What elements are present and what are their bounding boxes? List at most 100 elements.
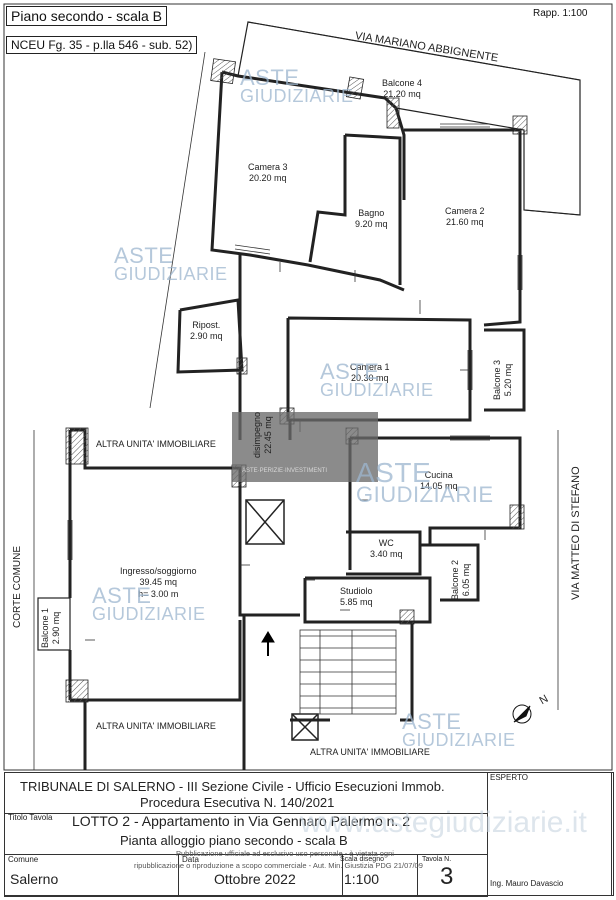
expert-name: Ing. Mauro Davascio xyxy=(490,879,564,888)
room-name: Studiolo xyxy=(340,586,373,596)
room-name: Camera 1 xyxy=(350,362,390,372)
drawing-frame xyxy=(3,3,613,771)
watermark-line2: GIUDIZIARIE xyxy=(114,263,228,284)
room-area: 2.90 mq xyxy=(51,611,62,645)
watermark-line1: ASTE xyxy=(320,359,380,384)
data-label: Data xyxy=(182,855,199,864)
watermark-logo-text: ASTE·PERIZIE·INVESTIMENTI xyxy=(242,468,328,474)
floor-label: Piano secondo - scala B xyxy=(6,6,167,26)
room-name: Balcone 4 xyxy=(382,78,423,88)
stairs xyxy=(299,629,397,715)
watermark-aste: ASTE GIUDIZIARIE xyxy=(240,65,354,105)
balcone-4-outline xyxy=(237,21,581,216)
room-name: WC xyxy=(378,538,394,548)
comune-value: Salerno xyxy=(10,871,59,887)
data-value: Ottobre 2022 xyxy=(214,871,296,887)
altra-unita-3: ALTRA UNITA' IMMOBILIARE xyxy=(310,747,430,757)
room-height: h= 3.00 m xyxy=(138,588,179,599)
room-name: Camera 2 xyxy=(445,206,485,216)
room-name: Ripost. xyxy=(192,320,221,330)
windows xyxy=(67,123,523,560)
scale-label: Rapp. 1:100 xyxy=(530,8,591,19)
watermark-line2: GIUDIZIARIE xyxy=(402,729,516,750)
room-area: 21.60 mq xyxy=(445,217,484,228)
watermark-site: www.astegiudiziarie.it xyxy=(300,806,587,839)
room-camera-3: Camera 3 20.20 mq xyxy=(248,162,288,185)
room-area: 2.90 mq xyxy=(190,331,223,342)
room-ripost: Ripost. 2.90 mq xyxy=(190,320,223,343)
room-name: Balcone 3 xyxy=(492,359,502,400)
watermark-line1: ASTE xyxy=(240,65,300,90)
room-balcone-4: Balcone 4 21.20 mq xyxy=(382,78,422,101)
room-name: Ingresso/soggiorno xyxy=(120,566,197,576)
room-camera-2: Camera 2 21.60 mq xyxy=(445,206,485,229)
north-compass xyxy=(512,704,532,724)
tavola-cell xyxy=(417,854,488,897)
room-camera-1: Camera 1 20.30 mq xyxy=(350,362,390,385)
notice-line2: ripubblicazione o riproduzione a scopo c… xyxy=(134,861,423,870)
room-area: 3.40 mq xyxy=(370,549,403,560)
watermark-line2: GIUDIZIARIE xyxy=(92,603,206,624)
room-area: 39.45 mq xyxy=(139,577,178,588)
room-area: 14.05 mq xyxy=(420,481,458,492)
watermark-aste: ASTE GIUDIZIARIE xyxy=(356,457,494,508)
cadastre-label: NCEU Fg. 35 - p.lla 546 - sub. 52) xyxy=(6,36,198,54)
balcone-1-outline xyxy=(37,597,71,651)
room-area: 5.20 mq xyxy=(503,363,514,397)
watermark-line1: ASTE xyxy=(356,457,432,488)
room-area: 9.20 mq xyxy=(355,219,388,230)
room-disimpegno: disimpegno 22.45 mq xyxy=(252,412,275,458)
room-studiolo: Studiolo 5.85 mq xyxy=(340,586,373,609)
room-name: disimpegno xyxy=(252,411,262,458)
watermark-line1: ASTE xyxy=(402,709,462,734)
room-area: 21.20 mq xyxy=(383,89,421,100)
watermark-aste: ASTE GIUDIZIARIE xyxy=(320,359,434,400)
altra-unita-1: ALTRA UNITA' IMMOBILIARE xyxy=(96,439,216,449)
room-area: 22.45 mq xyxy=(263,416,274,454)
room-area: 20.20 mq xyxy=(248,173,287,184)
watermark-aste: ASTE GIUDIZIARIE xyxy=(114,243,228,284)
room-area: 5.85 mq xyxy=(340,597,373,608)
comune-label: Comune xyxy=(8,855,39,864)
expert-label: ESPERTO xyxy=(490,773,528,782)
tavola-label: Tavola N. xyxy=(422,856,452,863)
watermark-line2: GIUDIZIARIE xyxy=(356,482,494,508)
floor-plan xyxy=(3,3,613,771)
room-balcone-3: Balcone 3 5.20 mq xyxy=(492,360,515,400)
altra-unita-2: ALTRA UNITA' IMMOBILIARE xyxy=(96,721,216,731)
room-name: Balcone 2 xyxy=(450,559,460,600)
room-name: Camera 3 xyxy=(248,162,288,172)
room-name: Bagno xyxy=(358,208,385,218)
watermark-logo xyxy=(232,412,378,482)
room-name: Cucina xyxy=(424,470,453,480)
walls xyxy=(68,70,526,770)
watermark-line2: GIUDIZIARIE xyxy=(320,379,434,400)
scala-value: 1:100 xyxy=(344,871,380,887)
entrance-arrow xyxy=(261,631,275,656)
street-east: VIA MATTEO DI STEFANO xyxy=(570,466,582,600)
room-balcone-1: Balcone 1 2.90 mq xyxy=(40,608,63,648)
lift-shaft xyxy=(245,499,319,741)
watermark-aste: ASTE GIUDIZIARIE xyxy=(402,709,516,750)
room-area: 6.05 mq xyxy=(461,563,472,597)
street-line-diagonal xyxy=(149,51,206,409)
street-west: CORTE COMUNE xyxy=(12,545,23,628)
room-area: 20.30 mq xyxy=(350,373,389,384)
scala-label: Scala disegno xyxy=(340,856,384,863)
room-ingresso-soggiorno: Ingresso/soggiorno 39.45 mq h= 3.00 m xyxy=(120,566,197,600)
watermark-line1: ASTE xyxy=(92,583,152,608)
room-name: Balcone 1 xyxy=(40,607,50,648)
room-wc: WC 3.40 mq xyxy=(370,538,403,561)
procedure-title: Procedura Esecutiva N. 140/2021 xyxy=(140,795,335,810)
pianta-title: Pianta alloggio piano secondo - scala B xyxy=(120,833,348,848)
lotto-title: LOTTO 2 - Appartamento in Via Gennaro Pa… xyxy=(72,813,410,829)
titolo-label: Titolo Tavola xyxy=(8,813,53,822)
tavola-value: 3 xyxy=(440,863,454,890)
room-bagno: Bagno 9.20 mq xyxy=(355,208,388,231)
watermark-aste: ASTE GIUDIZIARIE xyxy=(92,583,206,624)
watermark-line1: ASTE xyxy=(114,243,174,268)
room-balcone-2: Balcone 2 6.05 mq xyxy=(450,560,473,600)
notice-line1: Pubblicazione ufficiale ad esclusivo uso… xyxy=(176,849,394,858)
court-title: TRIBUNALE DI SALERNO - III Sezione Civil… xyxy=(20,779,445,794)
room-cucina: Cucina 14.05 mq xyxy=(420,470,458,493)
